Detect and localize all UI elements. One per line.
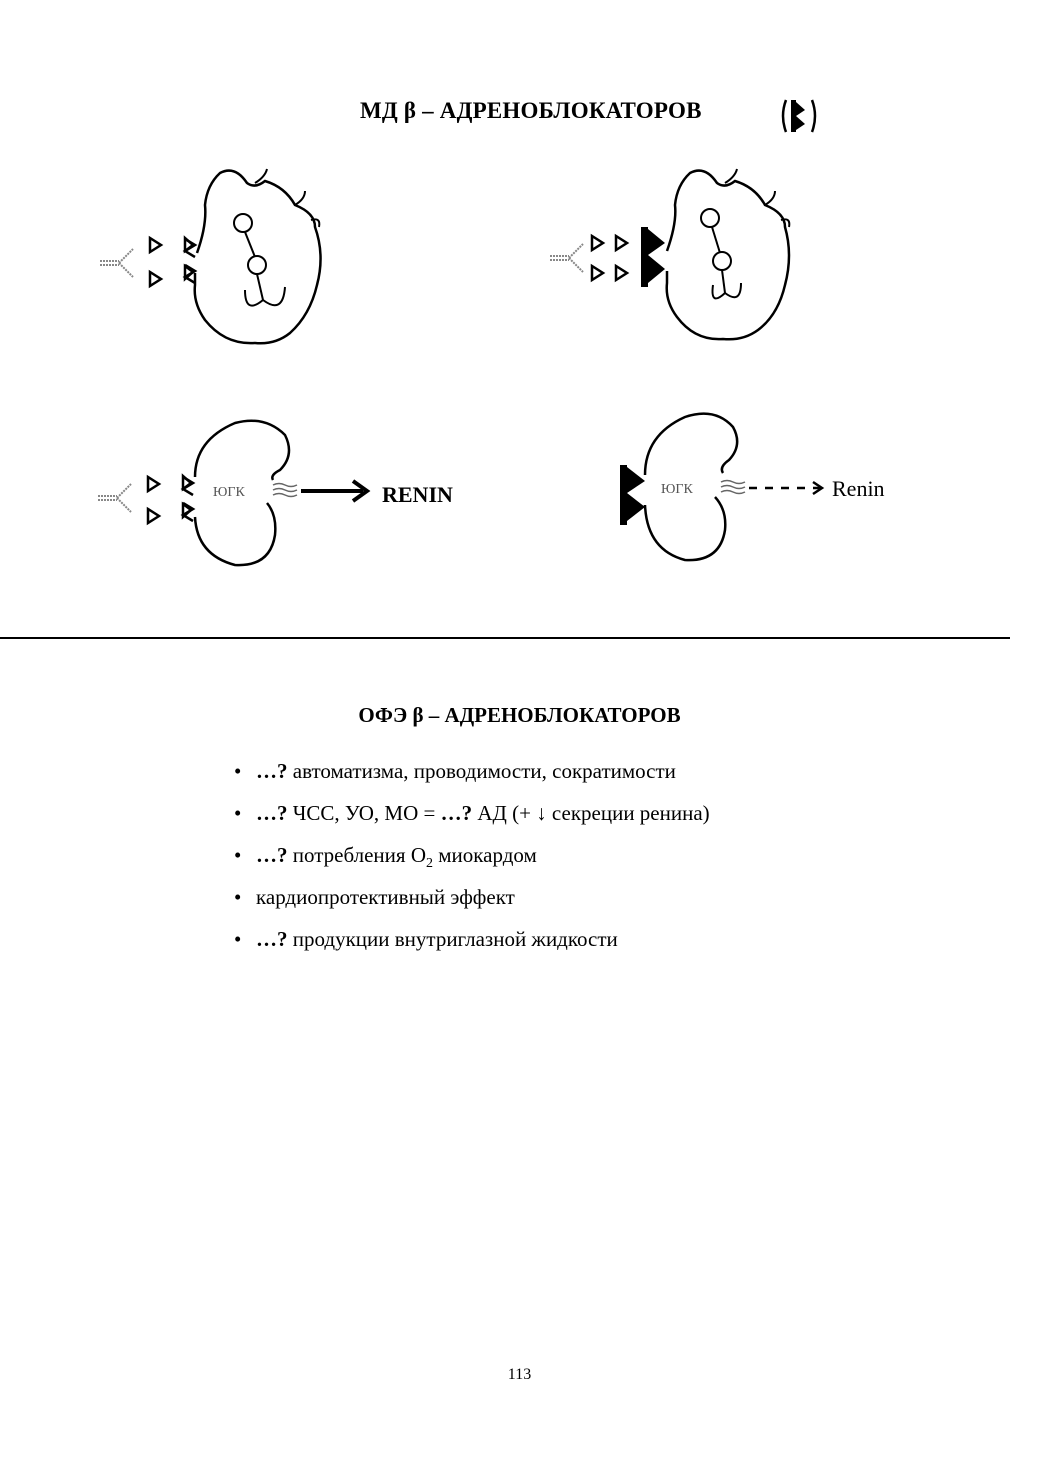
renin-label: Renin bbox=[832, 476, 885, 502]
beta-blocker-symbol-icon bbox=[779, 96, 821, 136]
list-item: •…? ЧСС, УО, МО = …? АД (+ ↓ секреции ре… bbox=[232, 798, 710, 840]
receptor-icon bbox=[183, 476, 193, 521]
ugk-label: ЮГК bbox=[213, 485, 245, 500]
arrow-dashed-icon bbox=[749, 482, 822, 494]
heart-conduction-icon bbox=[701, 209, 741, 298]
section-divider bbox=[0, 637, 1010, 639]
agonist-molecule-icon bbox=[98, 484, 131, 512]
page-title: МД β – АДРЕНОБЛОКАТОРОВ bbox=[360, 98, 702, 124]
heart-conduction-icon bbox=[234, 214, 285, 306]
agonist-molecule-icon bbox=[100, 249, 133, 277]
agonist-triangles-icon bbox=[150, 238, 161, 286]
secretion-waves-icon bbox=[721, 481, 745, 494]
receptor-icon bbox=[185, 238, 195, 283]
list-item: •кардиопротективный эффект bbox=[232, 882, 710, 924]
secretion-waves-icon bbox=[273, 484, 297, 497]
bullet-marker: • bbox=[234, 882, 241, 912]
agonist-molecule-icon bbox=[550, 244, 583, 272]
arrow-solid-icon bbox=[301, 481, 367, 501]
renin-label-bold: RENIN bbox=[382, 482, 453, 508]
kidney-diagram-unblocked: ЮГК bbox=[95, 415, 380, 575]
page-number: 113 bbox=[0, 1366, 1039, 1384]
section-title: ОФЭ β – АДРЕНОБЛОКАТОРОВ bbox=[0, 703, 1039, 728]
agonist-triangles-icon bbox=[148, 477, 159, 523]
kidney-diagram-blocked: ЮГК bbox=[615, 405, 835, 570]
bullet-marker: • bbox=[234, 756, 241, 786]
bullet-marker: • bbox=[234, 924, 241, 954]
agonist-triangles-icon bbox=[592, 236, 627, 280]
ugk-label: ЮГК bbox=[661, 482, 693, 497]
blocker-icon bbox=[620, 465, 645, 525]
list-item: •…? продукции внутриглазной жидкости bbox=[232, 924, 710, 966]
list-item: •…? потребления O2 миокардом bbox=[232, 840, 710, 882]
effects-list: •…? автоматизма, проводимости, сократимо… bbox=[232, 756, 710, 966]
heart-diagram-blocked bbox=[545, 165, 795, 355]
blocker-icon bbox=[641, 227, 665, 287]
bullet-marker: • bbox=[234, 798, 241, 828]
list-item: •…? автоматизма, проводимости, сократимо… bbox=[232, 756, 710, 798]
bullet-marker: • bbox=[234, 840, 241, 870]
heart-diagram-unblocked bbox=[95, 165, 335, 355]
